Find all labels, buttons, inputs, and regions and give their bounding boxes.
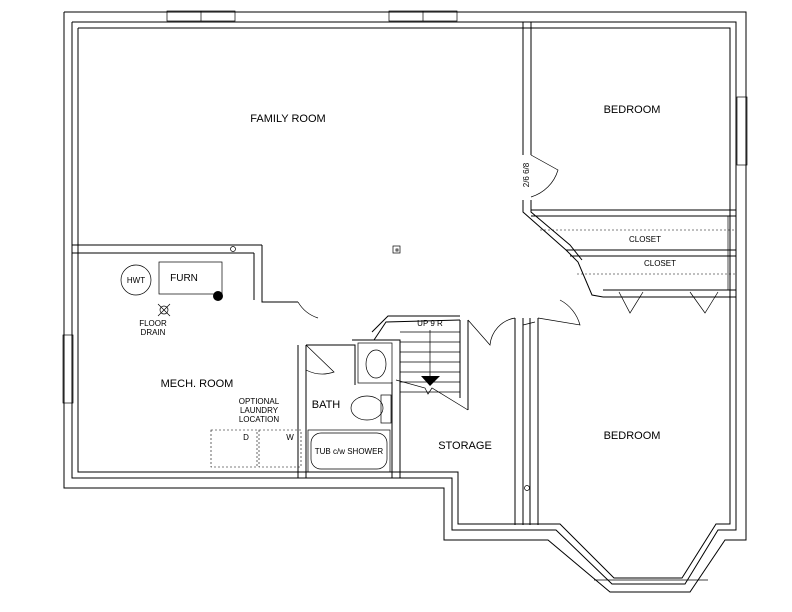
sink <box>365 349 387 379</box>
furnace-label: FURN <box>170 273 198 284</box>
doors <box>262 154 719 491</box>
storage-label: STORAGE <box>438 440 492 452</box>
stair-arrow-icon <box>421 376 440 386</box>
dryer <box>210 429 258 468</box>
toilet-tank <box>380 394 392 424</box>
floor-drain-family <box>392 245 401 254</box>
tub <box>307 429 391 473</box>
laundry-label-2: LAUNDRY <box>240 406 279 415</box>
bedroom-bottom-label: BEDROOM <box>604 430 661 442</box>
closet-label-2: CLOSET <box>644 259 676 268</box>
mech-room-label: MECH. ROOM <box>161 378 234 390</box>
stairs-label: UP 9 R <box>417 319 443 328</box>
room-labels: FAMILY ROOM BEDROOM BEDROOM MECH. ROOM B… <box>161 104 676 452</box>
door-storage <box>467 317 516 346</box>
bedroom-top-label: BEDROOM <box>604 104 661 116</box>
bath-label: BATH <box>312 399 341 411</box>
door-mech-room <box>262 301 319 319</box>
dryer-label: D <box>243 433 249 442</box>
washer-label: W <box>286 433 294 442</box>
door-bedroom-top <box>530 154 559 198</box>
stairs <box>395 330 469 411</box>
floor-drain-icon <box>159 305 169 315</box>
door-bath <box>305 344 335 375</box>
exterior-walls <box>63 11 747 593</box>
door-size-label: 2/6 6/8 <box>522 162 531 187</box>
window-bedroom-top <box>736 96 748 166</box>
tub-label: TUB c/w SHOWER <box>315 447 384 456</box>
hwt-label: HWT <box>127 276 145 285</box>
vanity <box>357 342 393 384</box>
furnace-vent-icon <box>213 291 223 301</box>
fixture-labels: HWT FURN FLOOR DRAIN OPTIONAL LAUNDRY LO… <box>127 162 531 456</box>
washer <box>258 429 302 468</box>
windows <box>62 10 748 581</box>
closet-bifold-2 <box>689 291 719 314</box>
floor-drain-label-1: FLOOR <box>139 319 167 328</box>
door-bedroom-bottom <box>537 299 581 326</box>
laundry-label-3: LOCATION <box>239 415 280 424</box>
laundry-label-1: OPTIONAL <box>239 397 280 406</box>
floor-drain-label-2: DRAIN <box>141 328 166 337</box>
closet-label-1: CLOSET <box>629 235 661 244</box>
toilet-bowl <box>350 395 384 421</box>
furnace <box>158 261 223 295</box>
hot-water-tank <box>120 264 152 296</box>
closet-bifold-1 <box>618 291 644 314</box>
family-room-label: FAMILY ROOM <box>250 113 325 125</box>
fixtures <box>120 245 401 473</box>
window-mech-room <box>62 334 74 404</box>
